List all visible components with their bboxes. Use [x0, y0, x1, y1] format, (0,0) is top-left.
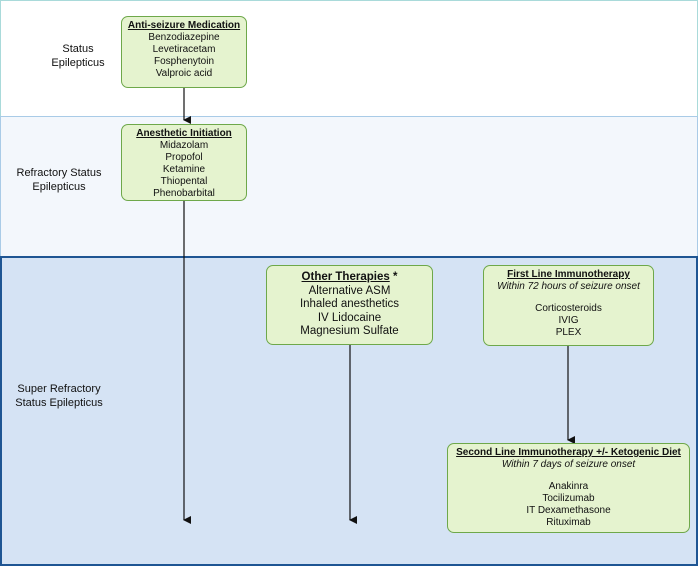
list-item: Alternative ASM [308, 284, 391, 297]
footnote-marker: * [392, 271, 398, 283]
list-item: Magnesium Sulfate [300, 325, 399, 337]
list-item: Anakinra [548, 481, 589, 492]
refractory-band [0, 116, 698, 257]
list-item: Ketamine [162, 164, 206, 175]
anesthetic-initiation-box: Anesthetic Initiation Midazolam Propofol… [121, 124, 247, 201]
list-item: Corticosteroids [535, 303, 602, 314]
box-title: Anti-seizure Medication [127, 20, 241, 31]
anti-seizure-medication-box: Anti-seizure Medication Benzodiazepine L… [121, 16, 247, 88]
box-title: Other Therapies [301, 271, 390, 283]
box-title: Second Line Immunotherapy +/- Ketogenic … [456, 447, 681, 458]
spacer [448, 471, 689, 481]
first-line-immunotherapy-box: First Line Immunotherapy Within 72 hours… [483, 265, 654, 346]
stage-label-line: Epilepticus [32, 181, 86, 193]
list-item: Benzodiazepine [148, 32, 220, 43]
list-item: Thiopental [160, 176, 208, 187]
list-item: PLEX [555, 327, 582, 338]
stage-label-line: Super Refractory [17, 383, 101, 395]
stage-label-line: Epilepticus [51, 57, 105, 69]
list-item: Tocilizumab [542, 493, 595, 504]
list-item: IV Lidocaine [317, 311, 382, 324]
list-item: Levetiracetam [152, 44, 216, 55]
list-item: Phenobarbital [153, 188, 215, 199]
list-item: Valproic acid [155, 68, 213, 79]
spacer [484, 293, 653, 303]
list-item: Rituximab [546, 517, 591, 528]
list-item: IT Dexamethasone [526, 505, 611, 516]
stage-label-super-refractory: Super Refractory Status Epilepticus [0, 382, 118, 410]
box-title-row: Other Therapies * [267, 271, 432, 285]
stage-label-status: Status Epilepticus [18, 42, 138, 70]
stage-label-line: Status Epilepticus [15, 397, 103, 409]
status-epilepticus-band [0, 0, 698, 117]
timing-note: Within 7 days of seizure onset [501, 459, 636, 470]
box-title: Anesthetic Initiation [136, 128, 232, 139]
timing-note: Within 72 hours of seizure onset [497, 281, 640, 292]
list-item: Midazolam [159, 140, 209, 151]
box-title: First Line Immunotherapy [507, 269, 630, 280]
stage-label-line: Status [62, 43, 94, 55]
other-therapies-box: Other Therapies * Alternative ASM Inhale… [266, 265, 433, 345]
list-item: Propofol [165, 152, 203, 163]
stage-label-refractory: Refractory Status Epilepticus [0, 166, 118, 194]
stage-label-line: Refractory Status [16, 167, 102, 179]
list-item: Inhaled anesthetics [299, 298, 400, 310]
second-line-immunotherapy-box: Second Line Immunotherapy +/- Ketogenic … [447, 443, 690, 533]
list-item: IVIG [558, 315, 579, 326]
list-item: Fosphenytoin [153, 56, 215, 67]
